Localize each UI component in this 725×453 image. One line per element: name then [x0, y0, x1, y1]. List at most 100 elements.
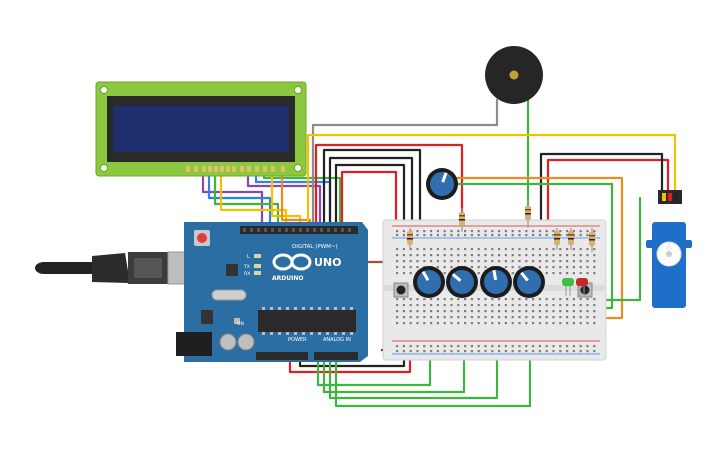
potentiometer-icon-3[interactable]: [480, 266, 512, 298]
wire-green-servo[interactable]: [598, 196, 642, 302]
breadboard-hole: [498, 230, 501, 233]
breadboard-hole: [436, 260, 439, 263]
potentiometer-icon-1[interactable]: [413, 266, 445, 298]
led-red-icon[interactable]: [576, 278, 588, 296]
wire-lcd-4[interactable]: [219, 170, 288, 227]
breadboard-hole: [409, 316, 412, 319]
breadboard-hole: [572, 248, 575, 251]
breadboard-hole: [545, 350, 548, 353]
resistor-icon-4[interactable]: [554, 228, 560, 250]
reset-button[interactable]: [197, 233, 207, 243]
breadboard-hole: [579, 266, 582, 269]
wire-servo-yellow[interactable]: [306, 133, 677, 227]
wire-servo-black[interactable]: [539, 152, 664, 227]
breadboard-hole: [477, 230, 480, 233]
breadboard-hole: [566, 260, 569, 263]
breadboard-hole: [545, 234, 548, 237]
arduino-uno-board[interactable]: DIGITAL (PWM~) ARDUINO UNO L TX RX: [176, 222, 368, 362]
breadboard-hole: [518, 234, 521, 237]
breadboard-hole: [586, 248, 589, 251]
wire-lcd-8[interactable]: [270, 170, 302, 227]
servo-motor-icon[interactable]: [646, 190, 692, 308]
wire-black-3[interactable]: [334, 163, 406, 232]
breadboard-hole: [545, 248, 548, 251]
breadboard-hole: [532, 322, 535, 325]
breadboard-hole: [430, 248, 433, 251]
breadboard-hole: [464, 230, 467, 233]
breadboard-hole: [538, 310, 541, 313]
breadboard-hole: [518, 266, 521, 269]
wire-red-1[interactable]: [314, 143, 464, 227]
wire-lcd-2[interactable]: [207, 170, 272, 227]
breadboard-hole: [538, 234, 541, 237]
breadboard-hole: [559, 350, 562, 353]
wire-lcd-3[interactable]: [213, 170, 280, 227]
breadboard-hole: [498, 254, 501, 257]
breadboard-hole: [545, 260, 548, 263]
breadboard-hole: [477, 248, 480, 251]
breadboard-hole: [416, 254, 419, 257]
breadboard-hole: [518, 304, 521, 307]
breadboard-hole: [402, 234, 405, 237]
breadboard-hole: [430, 298, 433, 301]
breadboard-hole: [593, 310, 596, 313]
breadboard-hole: [423, 310, 426, 313]
wire-buzzer-gray[interactable]: [311, 98, 499, 227]
breadboard-hole: [538, 322, 541, 325]
potentiometer-icon-4[interactable]: [513, 266, 545, 298]
breadboard-hole: [457, 230, 460, 233]
breadboard-hole: [450, 266, 453, 269]
lcd-display-icon[interactable]: [95, 81, 307, 177]
breadboard-hole: [518, 310, 521, 313]
usb-cable-icon[interactable]: [35, 251, 201, 285]
breadboard-hole: [491, 234, 494, 237]
breadboard-hole: [423, 248, 426, 251]
piezo-buzzer-icon[interactable]: [485, 46, 543, 104]
breadboard-hole: [477, 350, 480, 353]
breadboard-hole: [586, 260, 589, 263]
wire-servo-red[interactable]: [546, 158, 670, 227]
breadboard-hole: [464, 234, 467, 237]
rx-label: RX: [244, 271, 250, 277]
breadboard-hole: [586, 322, 589, 325]
breadboard-hole: [423, 234, 426, 237]
breadboard-hole: [409, 350, 412, 353]
resistor-icon-6[interactable]: [589, 228, 595, 252]
wire-green-a1[interactable]: [322, 328, 466, 394]
wire-green-a3[interactable]: [334, 328, 532, 408]
push-button-icon-right[interactable]: [577, 282, 593, 298]
breadboard-hole: [416, 234, 419, 237]
resistor-icon-2[interactable]: [525, 200, 531, 228]
breadboard-hole: [579, 260, 582, 263]
wire-black-1[interactable]: [322, 148, 422, 232]
wire-red-2[interactable]: [340, 170, 398, 234]
breadboard-hole: [579, 230, 582, 233]
wire-black-2[interactable]: [328, 156, 414, 232]
breadboard-hole: [518, 322, 521, 325]
led-green-icon[interactable]: [562, 278, 574, 296]
potentiometer-icon-2[interactable]: [446, 266, 478, 298]
breadboard-hole: [402, 322, 405, 325]
breadboard-hole: [443, 350, 446, 353]
breadboard-hole: [402, 310, 405, 313]
breadboard-hole: [504, 234, 507, 237]
potentiometer-icon-top[interactable]: [426, 168, 458, 200]
resistor-icon-5[interactable]: [568, 228, 574, 250]
breadboard-hole: [470, 322, 473, 325]
wire-lcd-5[interactable]: [246, 170, 322, 227]
breadboard-hole: [545, 230, 548, 233]
resistor-icon-3[interactable]: [407, 228, 413, 250]
breadboard-hole: [402, 266, 405, 269]
breadboard-hole: [409, 266, 412, 269]
breadboard-hole: [443, 298, 446, 301]
breadboard-hole: [470, 234, 473, 237]
push-button-icon-left[interactable]: [393, 282, 409, 298]
breadboard-hole: [396, 266, 399, 269]
breadboard-hole: [552, 298, 555, 301]
wire-green-a2[interactable]: [328, 328, 499, 400]
wire-lcd-1[interactable]: [201, 170, 264, 227]
breadboard-hole: [464, 322, 467, 325]
breadboard-hole: [572, 310, 575, 313]
resistor-icon-1[interactable]: [459, 208, 465, 232]
breadboard-hole: [470, 304, 473, 307]
